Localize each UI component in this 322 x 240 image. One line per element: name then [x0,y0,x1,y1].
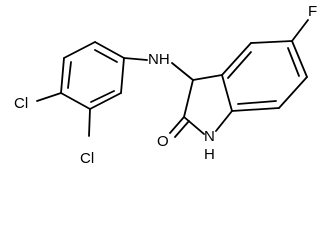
bond-double-inner [67,61,72,89]
bond [60,57,65,94]
bond [60,92,91,110]
bond [89,92,122,110]
chlorine-meta-label: Cl [80,150,94,167]
bond [183,79,194,118]
bond [63,41,96,59]
lactam-hydrogen-label: H [204,146,215,163]
chlorine-para-label: Cl [14,95,28,112]
lactam-nitrogen-label: N [204,128,215,145]
bond-double-inner [90,90,115,103]
bond [231,107,280,112]
amine-nh-label: NH [148,51,170,68]
bond [192,74,223,81]
bond-to-chlorine-meta [88,108,91,137]
bond-ring-to-amine [123,57,148,61]
bond-to-chlorine-para [36,92,62,102]
bond-to-fluorine [291,19,309,42]
bond [221,74,233,112]
bond-carbonyl-b [174,120,190,138]
bond [250,40,293,44]
bond [278,76,308,109]
bond-double-inner [94,49,118,63]
fluorine-label: F [308,3,317,20]
bond [94,41,125,59]
bond-amine-to-c3 [171,62,194,81]
bond [221,42,252,76]
bond [215,110,233,132]
bond-double-inner [287,47,300,77]
bond [183,116,205,135]
fluorobenzene-ring [221,40,308,112]
lactam-ring [183,74,233,135]
bond-double-inner [227,51,252,79]
bond-double-inner [237,100,277,105]
bond [291,40,308,78]
chemical-structure-diagram: NH F O N H Cl Cl [14,3,317,167]
bond-carbonyl-a [169,116,185,134]
carbonyl-oxygen-label: O [157,133,169,150]
bond [120,57,125,94]
dichlorophenyl-ring [60,41,125,110]
